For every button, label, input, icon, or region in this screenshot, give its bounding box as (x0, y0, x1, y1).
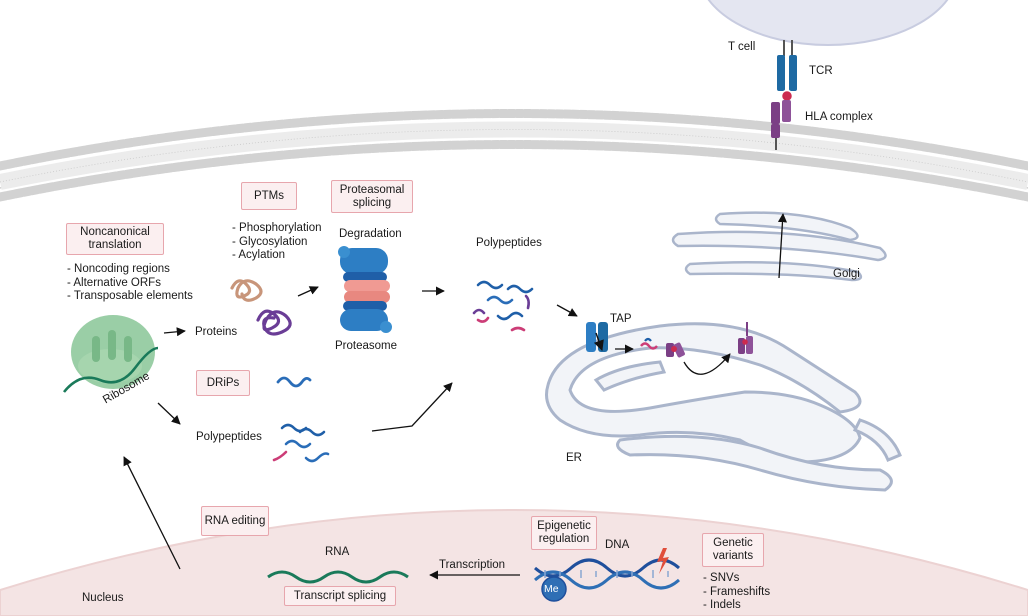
drips-peptide (276, 376, 312, 388)
proteasomal-line1: Proteasomal (339, 183, 405, 196)
golgi-apparatus (671, 211, 887, 282)
epigenetic-line2: regulation (538, 533, 590, 545)
proteasome-label: Proteasome (335, 340, 398, 352)
endoplasmic-reticulum (545, 322, 902, 492)
ptms-item: - Glycosylation (232, 235, 308, 248)
ptms-box: PTMs (241, 182, 297, 210)
tcr-label: TCR (809, 65, 833, 77)
epigenetic-line1: Epigenetic (537, 520, 591, 532)
polypeptides-top-label: Polypeptides (476, 237, 542, 249)
methyl-group (541, 576, 567, 602)
arrow-to-tap (556, 304, 578, 317)
dna-label: DNA (605, 539, 630, 551)
genetic-variants-list: - SNVs - Frameshifts - Indels (703, 572, 770, 613)
rna-label: RNA (325, 546, 350, 558)
hla-complex-label: HLA complex (805, 111, 873, 123)
ptms-list: - Phosphorylation - Glycosylation - Acyl… (232, 222, 322, 263)
methyl-label: Me (544, 583, 559, 595)
noncanonical-item: - Noncoding regions (67, 263, 170, 275)
nucleus-envelope (0, 509, 1028, 616)
polypeptide-fragments-bottom (272, 423, 330, 463)
mutation-lightning-icon (657, 548, 669, 574)
t-cell-label: T cell (728, 41, 756, 53)
er-label: ER (566, 452, 582, 464)
golgi-label: Golgi (833, 268, 860, 280)
tcr-hla-complex (771, 40, 797, 150)
arrow-to-polypeptides (157, 402, 181, 425)
cell-membrane (0, 109, 1028, 202)
genetic-item: - SNVs (703, 572, 740, 584)
arrow-to-er (371, 382, 453, 432)
golgi-export-arrow (777, 213, 788, 279)
noncanonical-list: - Noncoding regions - Alternative ORFs -… (67, 263, 193, 304)
genetic-line1: Genetic (713, 537, 753, 549)
ribosome-complex (62, 315, 159, 393)
ptms-item: - Phosphorylation (232, 222, 322, 234)
mhc-loading (615, 322, 753, 375)
noncanonical-item: - Transposable elements (67, 290, 193, 302)
arrow-to-proteasome (297, 286, 319, 297)
degradation-label: Degradation (339, 228, 402, 240)
proteins-label: Proteins (195, 326, 238, 338)
transcript-splicing-box: Transcript splicing (284, 586, 396, 606)
proteasome-complex (338, 246, 392, 333)
polypeptide-fragments-top (472, 280, 534, 332)
genetic-item: - Frameshifts (703, 585, 771, 598)
tap-label: TAP (610, 313, 632, 325)
genetic-item: - Indels (703, 599, 741, 611)
rna-editing-box: RNA editing (201, 506, 269, 536)
t-cell-body (707, 0, 949, 46)
ptms-item: - Acylation (232, 249, 286, 261)
noncanonical-line2: translation (88, 239, 142, 251)
polypeptides-bottom-label: Polypeptides (196, 431, 262, 443)
dna-helix (534, 558, 680, 590)
drips-box: DRiPs (196, 370, 250, 396)
arrow-rna-to-ribosome (123, 456, 181, 570)
arrow-to-proteins (163, 327, 186, 337)
rna-strand (267, 570, 409, 584)
noncanonical-item: - Alternative ORFs (67, 276, 161, 289)
nucleus-label: Nucleus (82, 592, 124, 604)
protein-blobs (230, 279, 292, 336)
genetic-line2: variants (712, 550, 754, 562)
noncanonical-line1: Noncanonical (80, 226, 150, 238)
proteasomal-line2: splicing (352, 196, 392, 209)
tap-transporter (586, 322, 608, 352)
transcription-label: Transcription (439, 559, 506, 571)
